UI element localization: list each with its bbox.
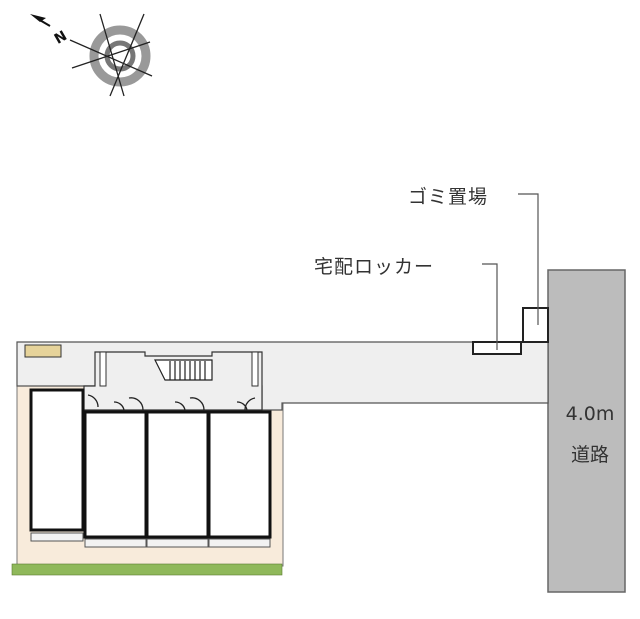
north-label: N bbox=[52, 28, 70, 48]
balcony bbox=[208, 538, 271, 548]
hallway-pillar bbox=[99, 351, 107, 387]
door-swing bbox=[174, 401, 186, 411]
locker-leader-line bbox=[482, 263, 498, 350]
unit bbox=[207, 410, 272, 539]
balcony bbox=[84, 538, 147, 548]
meter-box bbox=[24, 344, 62, 358]
garbage-area bbox=[522, 307, 549, 343]
door-swing bbox=[244, 397, 256, 411]
balcony bbox=[146, 538, 209, 548]
garbage-area-label: ゴミ置場 bbox=[408, 186, 489, 208]
road-width-label: 4.0m bbox=[565, 403, 615, 425]
door-swing bbox=[87, 394, 99, 408]
doors bbox=[87, 394, 256, 411]
door-swing bbox=[189, 397, 205, 411]
door-swing bbox=[236, 401, 248, 411]
compass-rose-icon: N bbox=[30, 13, 153, 97]
garbage-leader-line bbox=[518, 193, 539, 325]
hallway-pillar bbox=[251, 351, 259, 387]
common-hallway bbox=[83, 351, 263, 411]
stairs bbox=[154, 359, 213, 381]
balconies bbox=[30, 532, 271, 548]
units bbox=[29, 388, 272, 539]
door-swing bbox=[128, 397, 144, 411]
road-label: 道路 bbox=[570, 444, 609, 466]
hedge bbox=[11, 563, 283, 576]
unit bbox=[29, 388, 85, 532]
parcel-locker-label: 宅配ロッカー bbox=[314, 256, 435, 278]
door-swing bbox=[113, 401, 125, 411]
balcony bbox=[30, 532, 84, 542]
unit bbox=[83, 410, 148, 539]
unit bbox=[145, 410, 210, 539]
road bbox=[547, 269, 626, 593]
